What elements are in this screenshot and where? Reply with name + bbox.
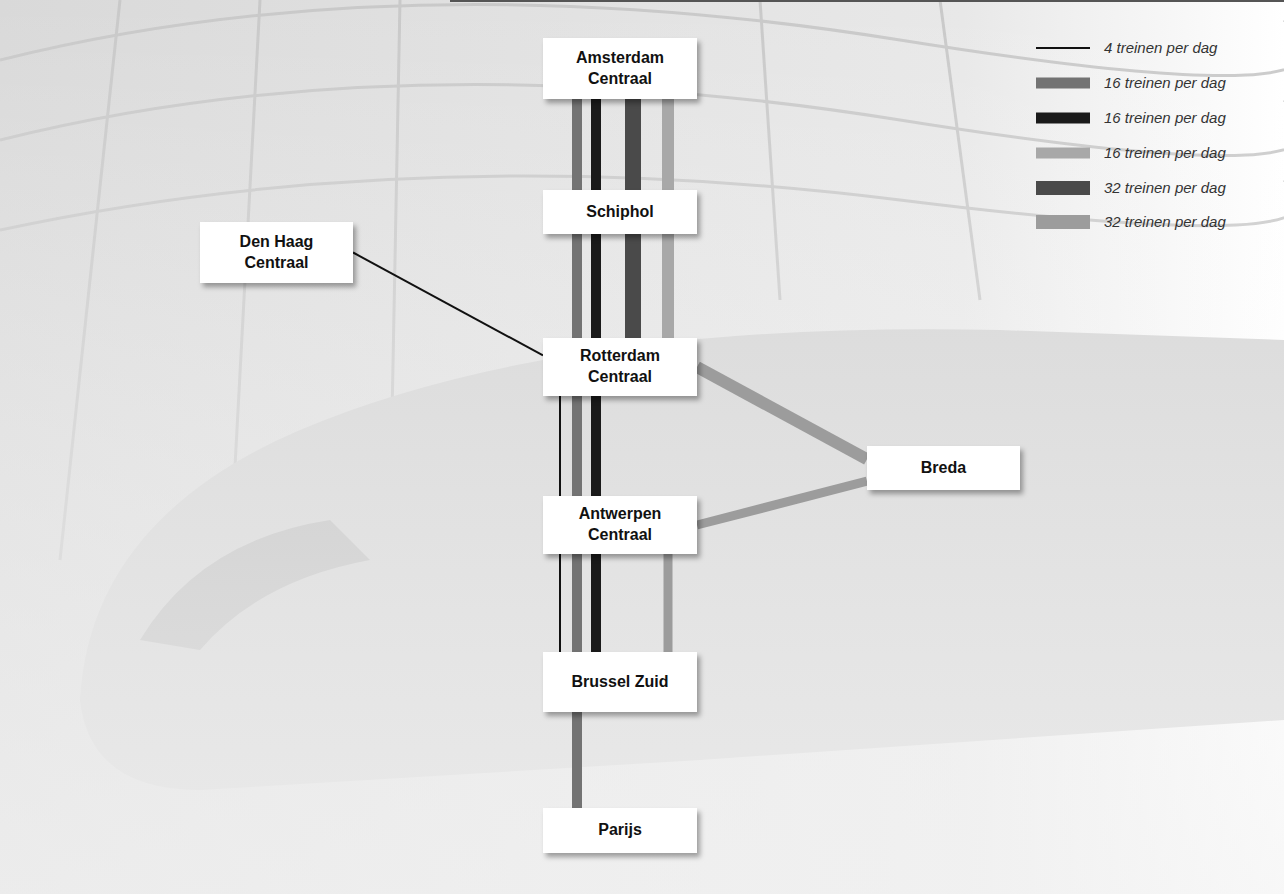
station-box: Antwerpen Centraal: [543, 496, 697, 554]
rail-connection: [625, 234, 641, 338]
station-name: Amsterdam Centraal: [551, 48, 689, 90]
legend-label: 16 treinen per dag: [1104, 108, 1226, 128]
rail-connection: [572, 712, 582, 808]
rail-connection: [572, 99, 582, 190]
top-rule: [450, 0, 1284, 2]
station-box: Breda: [867, 446, 1020, 490]
rail-connection: [591, 396, 601, 496]
legend-swatch: [1036, 78, 1090, 89]
station-name: Parijs: [598, 820, 642, 841]
station-box: Amsterdam Centraal: [543, 38, 697, 99]
station-box: Rotterdam Centraal: [543, 338, 697, 396]
rail-connection: [662, 99, 674, 190]
legend-label: 32 treinen per dag: [1104, 178, 1226, 198]
station-name: Rotterdam Centraal: [551, 346, 689, 388]
station-box: Brussel Zuid: [543, 652, 697, 712]
station-name: Breda: [921, 458, 966, 479]
rail-connection: [664, 554, 673, 652]
legend-label: 16 treinen per dag: [1104, 73, 1226, 93]
station-name: Den Haag Centraal: [208, 232, 345, 274]
rail-connection: [591, 554, 601, 652]
rail-connection: [591, 99, 601, 190]
legend-swatch: [1036, 113, 1090, 124]
rail-connection: [572, 396, 582, 496]
rail-connection: [662, 234, 674, 338]
rail-connection: [697, 481, 867, 525]
legend-swatch: [1036, 148, 1090, 159]
rail-connection: [625, 99, 641, 190]
rail-connection: [572, 554, 582, 652]
rail-connection: [572, 234, 582, 338]
station-box: Parijs: [543, 808, 697, 853]
legend-label: 32 treinen per dag: [1104, 212, 1226, 232]
station-name: Antwerpen Centraal: [551, 504, 689, 546]
legend-line-sample: [1036, 47, 1090, 49]
legend-swatch: [1036, 181, 1090, 195]
station-name: Brussel Zuid: [572, 672, 669, 693]
rail-connection: [353, 253, 543, 356]
station-box: Den Haag Centraal: [200, 222, 353, 283]
rail-connection: [591, 234, 601, 338]
legend-label: 16 treinen per dag: [1104, 143, 1226, 163]
station-name: Schiphol: [586, 202, 654, 223]
station-box: Schiphol: [543, 190, 697, 234]
legend-label: 4 treinen per dag: [1104, 38, 1217, 58]
rail-connection: [697, 367, 867, 459]
legend-swatch: [1036, 215, 1090, 229]
